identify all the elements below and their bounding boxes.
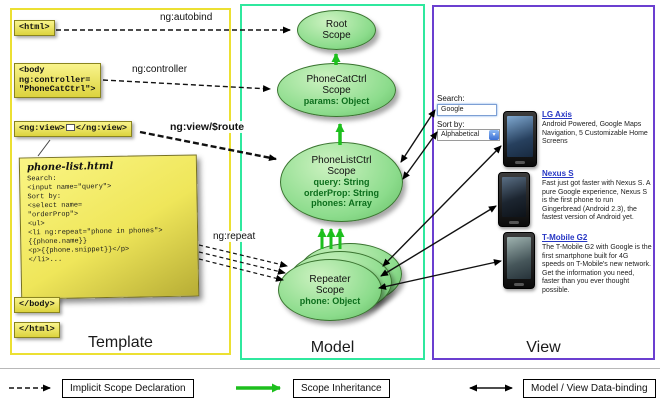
ng-view-open-text: <ng:view> [19,123,65,133]
phonelistctrl-scope-title: PhoneListCtrl Scope [311,155,372,178]
phonelistctrl-scope-prop-query: query: String [313,177,370,188]
legend-data-binding: Model / View Data-binding [523,379,656,398]
model-panel-label: Model [310,339,355,356]
legend-scope-inheritance: Scope Inheritance [293,379,390,398]
phone-list-item: T-Mobile G2 The T-Mobile G2 with Google … [542,233,652,295]
body-close-tag: </body> [14,297,60,313]
phone-screen [502,177,526,217]
sort-select[interactable]: Alphabetical ▾ [437,129,500,141]
ng-view-route-label: ng:view/$route [168,121,247,133]
repeater-scope-ellipse: Repeater Scope phone: Object [278,259,382,321]
phonelistctrl-scope-prop-phones: phones: Array [311,198,372,209]
phonecatctrl-scope-prop: params: Object [303,95,370,106]
root-scope-title: Root Scope [322,19,351,41]
phone-description: Android Powered, Google Maps Navigation,… [542,121,648,145]
phone-home-button [515,161,525,164]
phone-list-item: LG Axis Android Powered, Google Maps Nav… [542,110,652,147]
search-label: Search: [437,94,465,103]
sort-by-label: Sort by: [437,120,465,129]
view-panel-label: View [526,339,561,356]
phone-list-template-note: phone-list.html Search: <input name="que… [18,154,200,300]
ng-controller-label: ng:controller [130,64,190,75]
phone-home-button [509,221,519,224]
phonecatctrl-scope-ellipse: PhoneCatCtrl Scope params: Object [277,63,396,117]
sort-select-value: Alphabetical [441,131,480,138]
phone-image-tmobile-g2 [503,232,535,289]
ng-repeat-label: ng:repeat [211,231,258,242]
phone-link-tmobile-g2[interactable]: T-Mobile G2 [542,233,588,242]
phonecatctrl-scope-title: PhoneCatCtrl Scope [306,73,367,96]
phone-link-nexus-s[interactable]: Nexus S [542,169,574,178]
root-scope-ellipse: Root Scope [297,10,376,50]
phonelistctrl-scope-ellipse: PhoneListCtrl Scope query: String orderP… [280,142,403,222]
phone-link-lg-axis[interactable]: LG Axis [542,110,572,119]
body-open-tag: <body ng:controller= "PhoneCatCtrl"> [14,63,101,98]
phone-image-lg-axis [503,111,537,167]
legend-divider [0,368,660,369]
phonelistctrl-scope-prop-orderprop: orderProp: String [303,187,379,198]
html-open-tag: <html> [14,20,55,36]
search-input[interactable]: Google [437,104,497,116]
template-panel-label: Template [88,334,153,351]
phone-screen [507,237,531,279]
phone-description: Fast just got faster with Nexus S. A pur… [542,180,651,221]
ng-view-close-text: </ng:view> [75,123,127,133]
search-input-value: Google [441,106,464,113]
phone-image-nexus-s [498,172,530,227]
legend-implicit-scope: Implicit Scope Declaration [62,379,194,398]
ng-view-placeholder-box [65,124,75,132]
phone-screen [507,116,533,157]
phone-description: The T-Mobile G2 with Google is the first… [542,244,652,294]
html-close-tag: </html> [14,322,60,338]
note-title: phone-list.html [26,160,114,174]
ng-autobind-label: ng:autobind [158,12,215,23]
repeater-scope-prop: phone: Object [299,295,361,306]
ng-view-tag: <ng:view> </ng:view> [14,121,132,137]
phone-list-item: Nexus S Fast just got faster with Nexus … [542,169,652,223]
note-code: Search: <input name="query"> Sort by: <s… [27,174,163,265]
chevron-down-icon: ▾ [489,130,499,140]
repeater-scope-title: Repeater Scope [309,273,351,296]
phone-home-button [514,283,524,286]
